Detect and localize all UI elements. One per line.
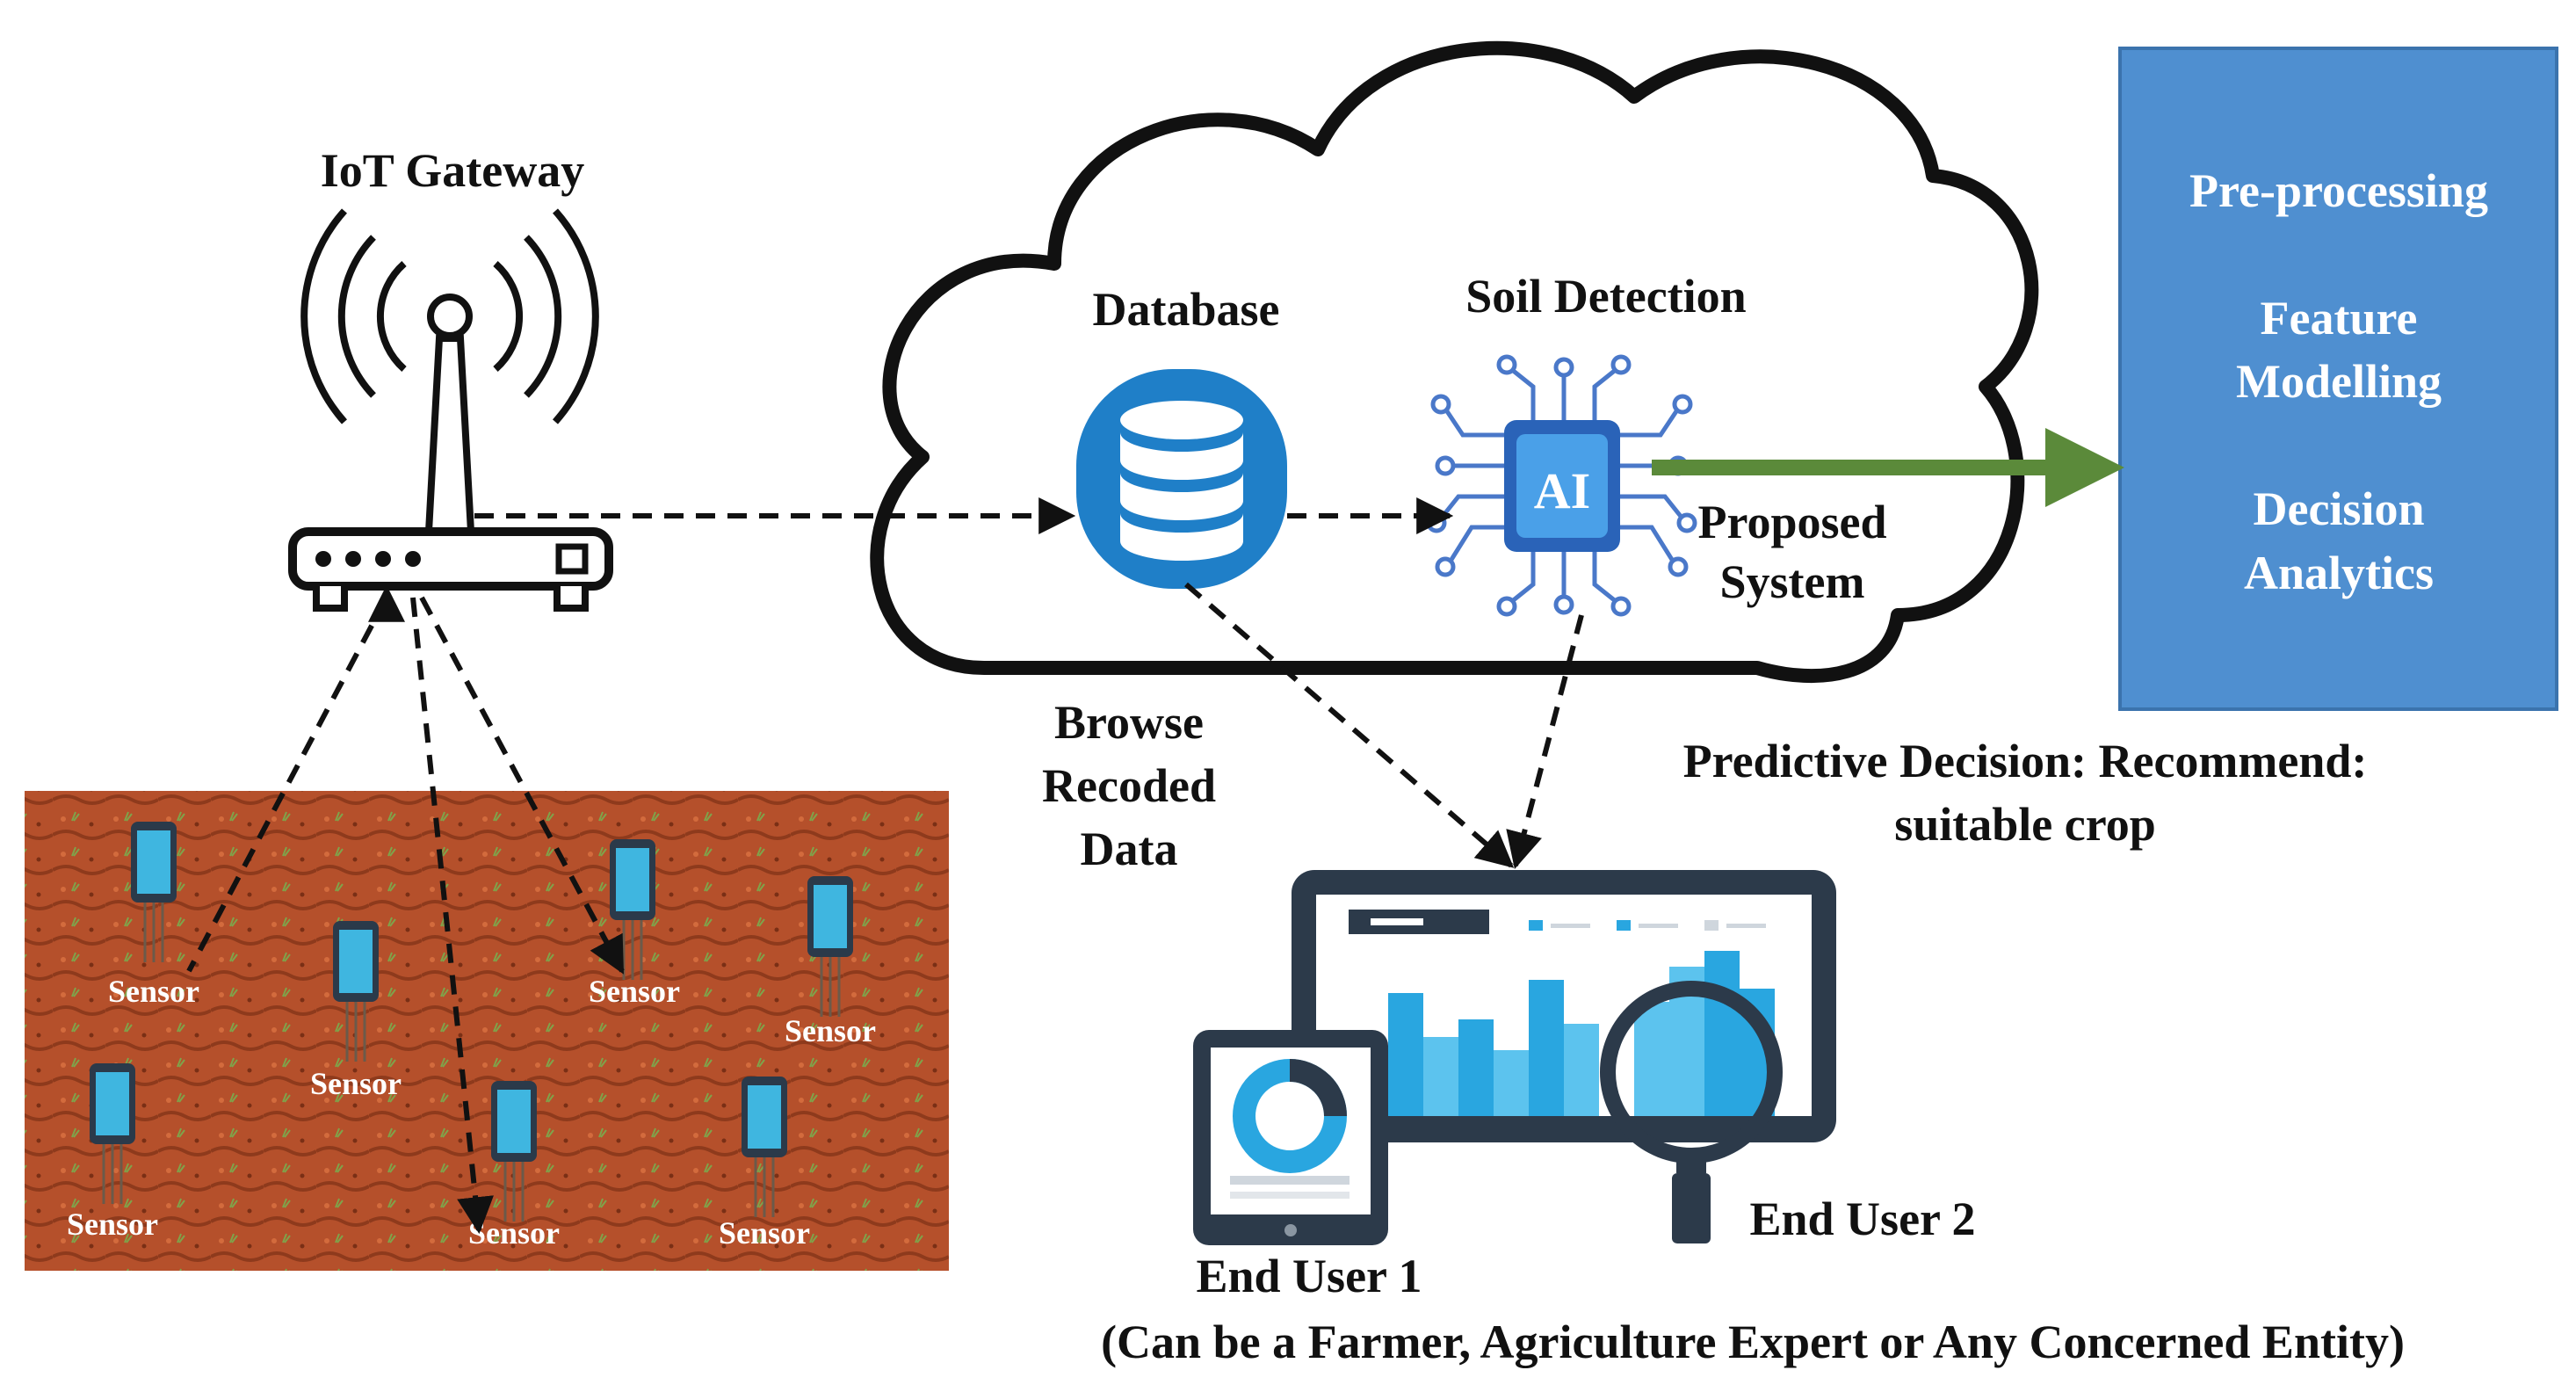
analytics-item-modelling: Modelling [2236,355,2442,408]
sensor-label: Sensor [719,1215,810,1251]
browse-label-line2: Recoded [1042,759,1216,812]
predictive-decision-line2: suitable crop [1894,798,2156,851]
soil-detection-label: Soil Detection [1465,270,1746,323]
sensor-label: Sensor [67,1207,158,1242]
iot-gateway-label: IoT Gateway [321,144,585,197]
farm-field [25,791,949,1271]
proposed-label-line1: Proposed [1697,496,1886,548]
analytics-item-analytics: Analytics [2244,547,2434,599]
browse-label-line3: Data [1081,823,1178,875]
sensor-label: Sensor [468,1215,560,1251]
iot-gateway: IoT Gateway [288,144,613,612]
sensor-device: Sensor [108,822,199,1009]
sensor-device: Sensor [785,876,876,1048]
browse-label-line1: Browse [1054,696,1204,749]
tablet-dashboard-icon [1193,1030,1388,1245]
end-user-note: (Can be a Farmer, Agriculture Expert or … [1101,1316,2405,1368]
sensor-device: Sensor [589,839,680,1009]
analytics-box: Pre-processing Feature Modelling Decisio… [2118,47,2558,711]
database-label: Database [1093,283,1280,336]
magnifier-icon [1600,981,1783,1243]
ai-chip-label: AI [1534,462,1590,519]
end-user-2-label: End User 2 [1749,1193,1975,1245]
flow-arrows [474,497,1584,870]
analytics-item-feature: Feature [2261,292,2418,344]
end-user-1-label: End User 1 [1196,1250,1422,1302]
sensor-device: Sensor [310,921,402,1101]
sensor-label: Sensor [785,1013,876,1048]
wifi-signal-icon [300,208,599,424]
monitor-dashboard-icon [1292,870,1836,1243]
router-icon [288,527,613,612]
sensor-label: Sensor [589,974,680,1009]
database-icon [1076,369,1287,589]
sensor-links [186,584,625,1235]
proposed-label-line2: System [1720,555,1865,608]
analytics-item-preprocessing: Pre-processing [2189,164,2488,217]
analytics-item-decision: Decision [2254,482,2425,535]
sensor-label: Sensor [310,1066,402,1101]
predictive-decision-line1: Predictive Decision: Recommend: [1683,735,2368,787]
sensor-label: Sensor [108,974,199,1009]
sensor-device: Sensor [67,1063,158,1242]
sensor-device: Sensor [719,1077,810,1251]
